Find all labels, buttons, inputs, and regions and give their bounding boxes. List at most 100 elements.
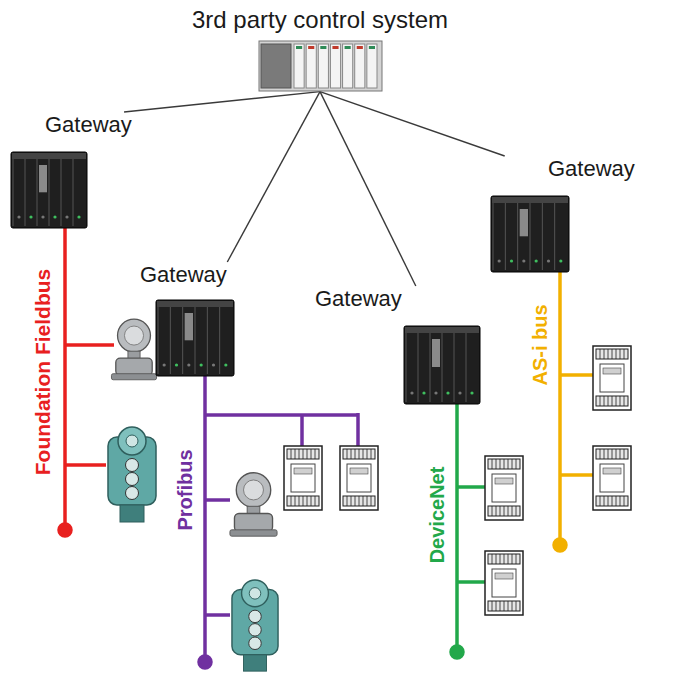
module-display	[39, 165, 47, 192]
module-led	[200, 364, 203, 367]
gateway-rack	[156, 300, 234, 376]
gateway: Gateway	[315, 286, 483, 405]
module-seam	[530, 203, 531, 270]
node-label: Gateway	[548, 156, 635, 181]
module-seam	[25, 159, 26, 226]
gateway: Gateway	[10, 112, 134, 229]
module-led	[547, 260, 550, 263]
power-supply	[261, 44, 291, 88]
io-module	[593, 346, 631, 410]
module-led	[224, 364, 227, 367]
io-module	[593, 446, 631, 510]
bus-terminator	[59, 524, 71, 536]
rack-top	[405, 327, 479, 333]
io-module	[340, 446, 378, 510]
bus-drop	[356, 413, 360, 447]
rack-frame	[156, 300, 234, 376]
bus-drop	[457, 580, 486, 584]
bus-terminator	[451, 646, 463, 658]
module-led	[510, 260, 513, 263]
controller-rack	[259, 41, 382, 91]
rack-top	[492, 197, 568, 203]
module-led	[535, 260, 538, 263]
bus-trunk	[63, 220, 67, 530]
pressure-transmitter	[230, 473, 277, 536]
io-module	[284, 446, 322, 510]
rack-module	[330, 44, 340, 88]
module-seam	[73, 159, 74, 226]
rack-frame	[259, 41, 382, 91]
bus-drop	[205, 413, 358, 417]
network-link	[320, 92, 416, 286]
node-label: Gateway	[140, 262, 227, 287]
module-seam	[517, 203, 518, 270]
bus-drop	[300, 415, 304, 447]
module-led	[422, 392, 425, 395]
network-link	[320, 92, 505, 156]
module-led	[65, 216, 68, 219]
gateway-rack	[11, 152, 87, 228]
bus-trunk	[558, 260, 562, 545]
module-led	[212, 364, 215, 367]
module-led	[410, 392, 413, 395]
module-led	[175, 364, 178, 367]
bus-name: Foundation Fieldbus	[31, 269, 55, 475]
module-seam	[430, 333, 431, 402]
module-seam	[170, 307, 171, 374]
bus-name: AS-i bus	[529, 304, 552, 385]
network-link	[124, 92, 320, 112]
rack-top	[157, 301, 233, 307]
module-seam	[466, 333, 467, 402]
module-led	[163, 364, 166, 367]
bus-trunk	[455, 390, 459, 652]
module-led	[29, 216, 32, 219]
module-led	[522, 260, 525, 263]
node-label: 3rd party control system	[192, 6, 448, 34]
module-seam	[182, 307, 183, 374]
gateway-picture	[403, 325, 481, 405]
bus-drop	[457, 485, 486, 489]
module-seam	[454, 333, 455, 402]
control-system: 3rd party control system	[190, 6, 451, 92]
rack-module	[318, 44, 328, 88]
controller-picture	[258, 40, 383, 92]
module-seam	[554, 203, 555, 270]
module-seam	[542, 203, 543, 270]
bus-drop	[65, 343, 114, 347]
rack-frame	[404, 326, 480, 404]
module-led	[368, 46, 374, 49]
valve-positioner	[108, 427, 156, 522]
module-led	[446, 392, 449, 395]
pressure-transmitter	[111, 319, 156, 380]
rack-module	[354, 44, 364, 88]
module-led	[320, 46, 326, 49]
rack-module	[342, 44, 352, 88]
foundation-fieldbus-wiring	[59, 220, 114, 536]
gateway: Gateway	[490, 156, 637, 273]
bus-terminator	[554, 539, 566, 551]
devicenet-wiring	[451, 390, 486, 658]
rack-module	[306, 44, 316, 88]
module-led	[458, 392, 461, 395]
bus-drop	[560, 473, 594, 477]
bus-name: Profibus	[174, 449, 197, 530]
module-seam	[406, 333, 407, 402]
module-led	[434, 392, 437, 395]
module-led	[17, 216, 20, 219]
gateway-rack	[491, 196, 569, 272]
module-seam	[61, 159, 62, 226]
module-led	[559, 260, 562, 263]
module-led	[356, 46, 362, 49]
io-module	[485, 551, 523, 615]
module-display	[520, 209, 528, 236]
module-seam	[13, 159, 14, 226]
valve-positioner	[232, 580, 278, 671]
bus-drop	[205, 498, 230, 502]
bus-terminator	[199, 656, 211, 668]
rack-module	[294, 44, 304, 88]
module-led	[77, 216, 80, 219]
module-led	[296, 46, 302, 49]
rack-module	[366, 44, 376, 88]
